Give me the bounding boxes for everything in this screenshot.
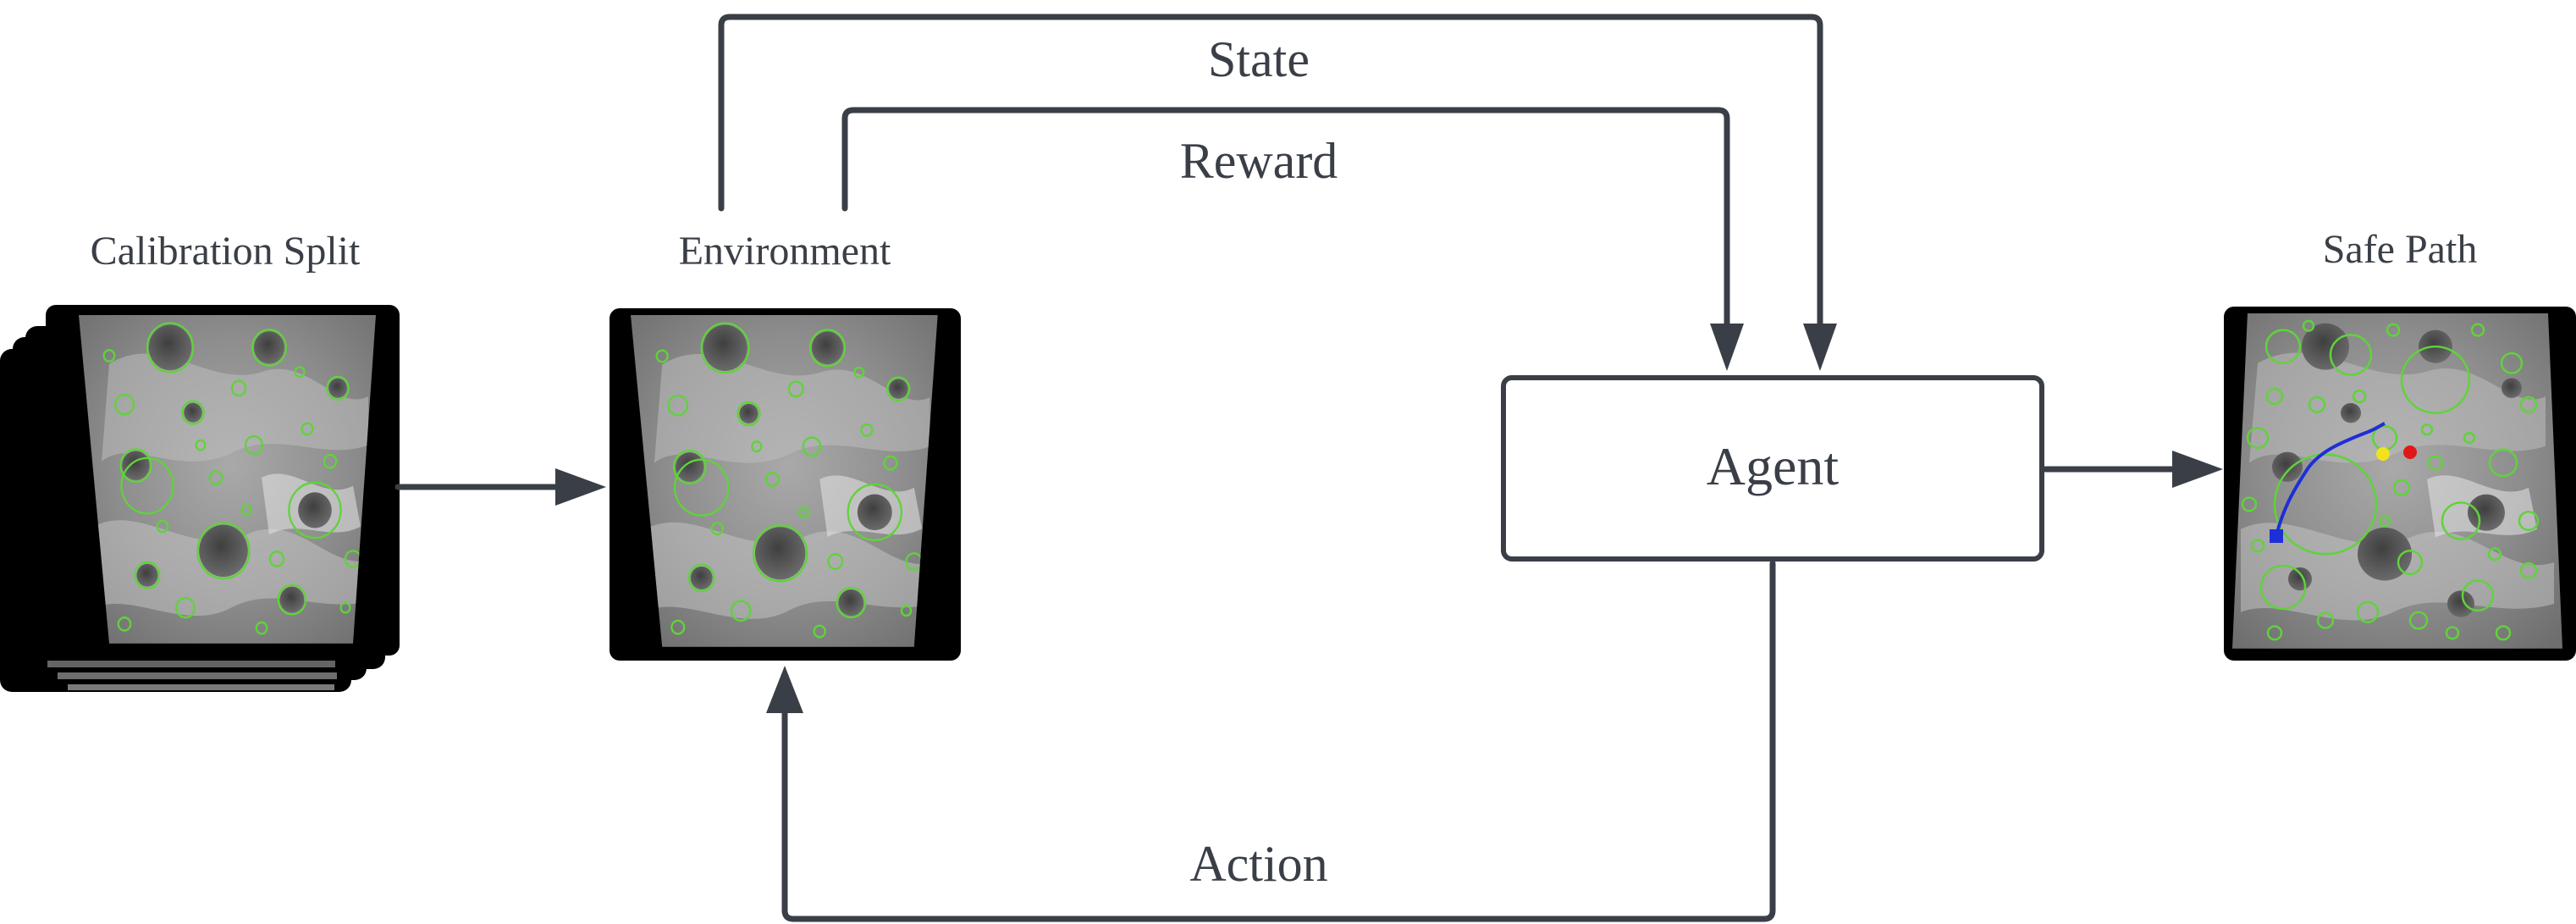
agent-label: Agent (1707, 436, 1840, 496)
waypoint-marker (2376, 447, 2390, 461)
calibration-map-top (46, 305, 400, 656)
environment-block: Environment (610, 229, 961, 661)
calibration-split-label: Calibration Split (91, 229, 361, 274)
safe-path-label: Safe Path (2323, 227, 2478, 272)
edge-agent-to-safe-path (2042, 451, 2223, 488)
edge-state: State (718, 14, 1837, 371)
environment-label: Environment (679, 229, 891, 274)
start-marker (2270, 529, 2283, 543)
safe-path-block: Safe Path (2224, 227, 2576, 661)
edge-calibration-to-environment (394, 468, 606, 506)
state-label: State (1208, 31, 1310, 87)
safe-path-map (2224, 307, 2576, 661)
environment-map (610, 308, 961, 661)
reward-label: Reward (1180, 133, 1338, 189)
action-label: Action (1189, 836, 1327, 892)
edge-action: Action (766, 560, 1776, 922)
goal-marker (2403, 445, 2417, 459)
calibration-split-stack: Calibration Split (0, 229, 400, 692)
safe-path-line (2275, 422, 2386, 536)
agent-node: Agent (1501, 375, 2044, 562)
edge-reward: Reward (841, 107, 1744, 371)
agent-box (1501, 375, 2044, 562)
